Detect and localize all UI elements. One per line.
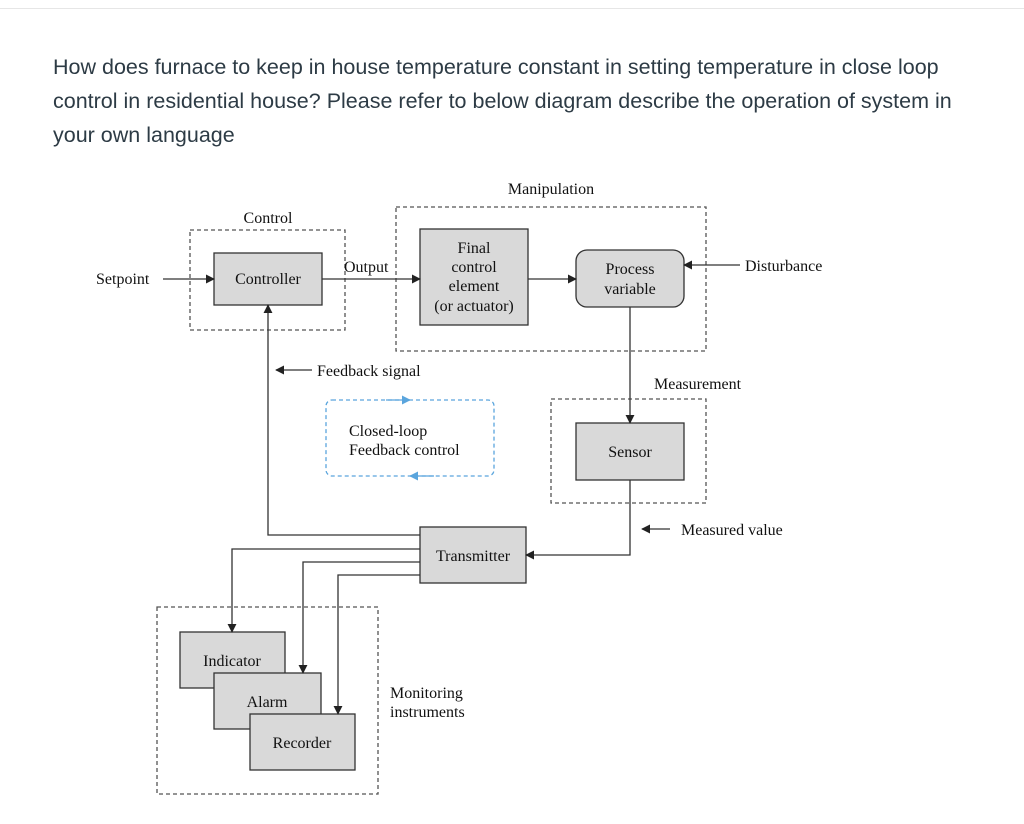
recorder-label: Recorder (273, 735, 332, 752)
feedback-signal-label: Feedback signal (317, 363, 421, 380)
measured-value-line (525, 480, 631, 560)
recorder-feed-line (333, 574, 420, 715)
measurement-group-boundary (550, 398, 707, 504)
control-group-label: Control (244, 210, 293, 227)
indicator-label: Indicator (203, 653, 261, 670)
measurement-label: Measurement (654, 376, 742, 393)
closed-loop-line-2: Feedback control (349, 442, 460, 459)
final-element-line-3: element (449, 278, 500, 295)
transmitter-label: Transmitter (436, 548, 511, 565)
alarm-feed-line (298, 561, 420, 674)
measured-value-label: Measured value (681, 522, 783, 539)
final-element-line-1: Final (458, 240, 491, 257)
process-variable-line-1: Process (606, 261, 655, 278)
feedback-signal-line (263, 304, 420, 536)
closed-loop-line-1: Closed-loop (349, 423, 427, 440)
process-variable-line-2: variable (604, 281, 656, 298)
controller-label: Controller (235, 271, 301, 288)
indicator-feed-line (227, 548, 420, 633)
monitoring-group-boundary (156, 606, 379, 795)
monitoring-line-2: instruments (390, 704, 465, 721)
monitoring-line-1: Monitoring (390, 685, 463, 702)
alarm-label: Alarm (247, 694, 288, 711)
final-element-line-2: control (451, 259, 497, 276)
disturbance-label: Disturbance (745, 258, 822, 275)
final-element-line-4: (or actuator) (434, 298, 514, 315)
top-divider (0, 8, 1024, 9)
question-text: How does furnace to keep in house temper… (53, 55, 952, 147)
recorder-box (249, 713, 356, 771)
sensor-box (575, 422, 685, 481)
process-variable-box (575, 249, 685, 308)
manipulation-group-label: Manipulation (508, 181, 594, 198)
output-label: Output (344, 259, 389, 276)
setpoint-label: Setpoint (96, 271, 150, 288)
sensor-label: Sensor (608, 444, 652, 461)
